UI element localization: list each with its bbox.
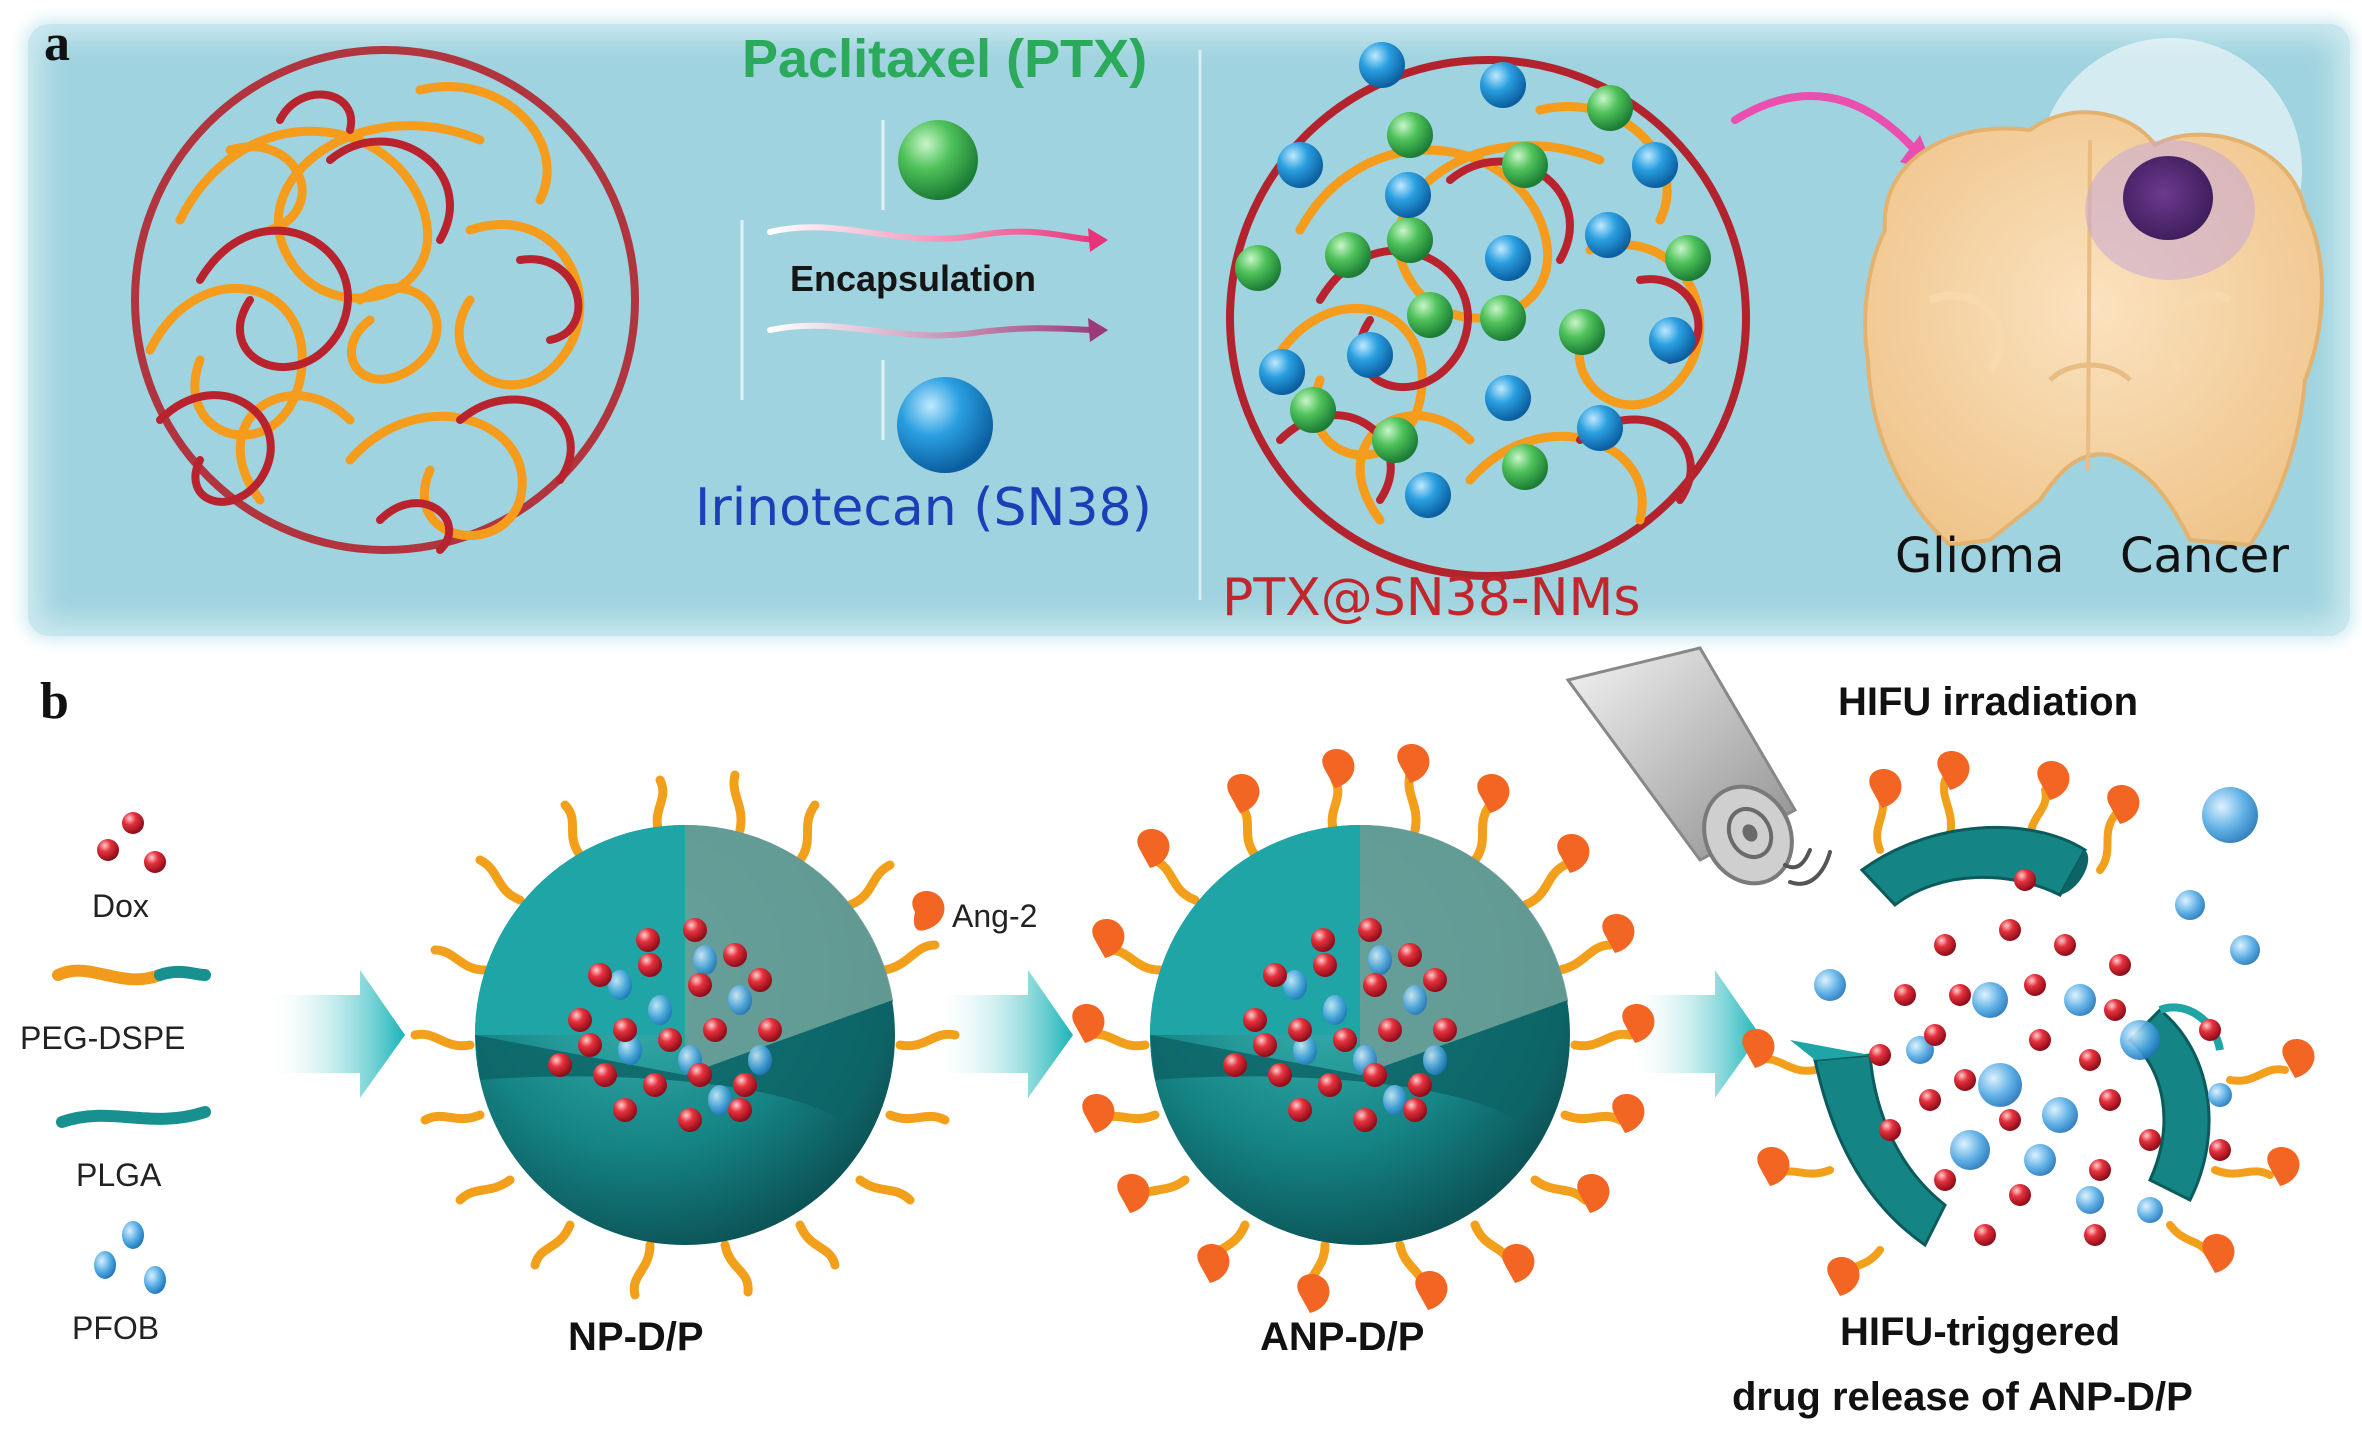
panel-b-letter: b xyxy=(40,673,69,730)
plga-legend-label: PLGA xyxy=(76,1157,162,1193)
plga-legend-icon xyxy=(56,1106,211,1128)
tumor-mass xyxy=(2123,156,2213,240)
brain-illustration xyxy=(1863,38,2324,548)
hifu-irradiation-label: HIFU irradiation xyxy=(1838,680,2139,724)
polymer-nanomaterial-empty xyxy=(131,46,639,554)
dox-particles xyxy=(548,918,782,1132)
hifu-transducer-icon xyxy=(1565,646,1832,886)
delivery-arrow xyxy=(1731,92,1935,172)
ruptured-nanoparticle xyxy=(1742,751,2315,1296)
peg-dspe-legend-label: PEG-DSPE xyxy=(20,1020,186,1056)
glioma-label: Glioma xyxy=(1895,528,2065,584)
process-arrow xyxy=(272,970,1760,1098)
anp-dp-nanoparticle xyxy=(1072,744,1655,1313)
ptx-particles xyxy=(1235,85,1711,490)
ptx-molecule-icon xyxy=(898,120,978,200)
encapsulation-label: Encapsulation xyxy=(790,258,1037,299)
peg-dspe-legend-icon xyxy=(52,964,211,986)
drug-loaded-nanomaterial xyxy=(1226,42,1750,580)
ang2-label: Ang-2 xyxy=(952,898,1038,934)
anp-dp-label: ANP-D/P xyxy=(1260,1315,1425,1359)
release-label-line1: HIFU-triggered xyxy=(1840,1310,2120,1354)
sn38-particles xyxy=(1259,42,1695,518)
sn38-label: Irinotecan (SN38) xyxy=(695,478,1152,538)
panel-a-letter: a xyxy=(44,15,70,72)
pfob-droplets xyxy=(608,945,772,1115)
pfob-legend-label: PFOB xyxy=(72,1310,160,1346)
nm-label: PTX@SN38-NMs xyxy=(1222,568,1641,628)
release-label-line2: drug release of ANP-D/P xyxy=(1732,1375,2193,1419)
pfob-legend-icon xyxy=(94,1221,166,1294)
ptx-label: Paclitaxel (PTX) xyxy=(742,29,1148,89)
np-dp-label: NP-D/P xyxy=(568,1315,704,1359)
sn38-molecule-icon xyxy=(897,377,993,473)
dox-legend-icon xyxy=(97,812,166,873)
np-dp-nanoparticle xyxy=(410,770,960,1300)
encapsulation-arrows xyxy=(767,224,1108,342)
ang2-ligands xyxy=(1072,744,1655,1313)
peg-ligands xyxy=(410,770,960,1300)
ang2-ligand-icon xyxy=(912,891,945,931)
dox-legend-label: Dox xyxy=(92,888,149,924)
cancer-label: Cancer xyxy=(2120,528,2290,584)
